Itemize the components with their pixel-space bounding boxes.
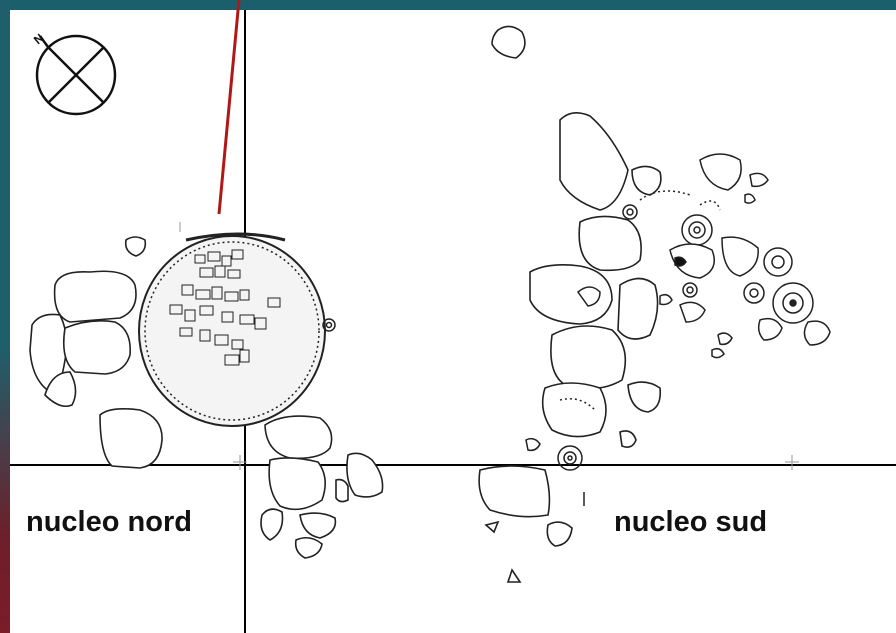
frame-strip [0,0,10,633]
south-stones [478,25,662,583]
hut-circle [138,232,336,427]
south-features [525,153,831,506]
north-nucleus-label: nucleo nord [26,506,192,538]
south-nucleus-label: nucleo sud [614,506,768,538]
survey-marks [179,222,799,470]
pointer-line [217,0,241,215]
north-arrow-compass-icon: N [31,31,117,116]
north-stones [29,236,384,559]
compass-letter: N [31,31,47,47]
